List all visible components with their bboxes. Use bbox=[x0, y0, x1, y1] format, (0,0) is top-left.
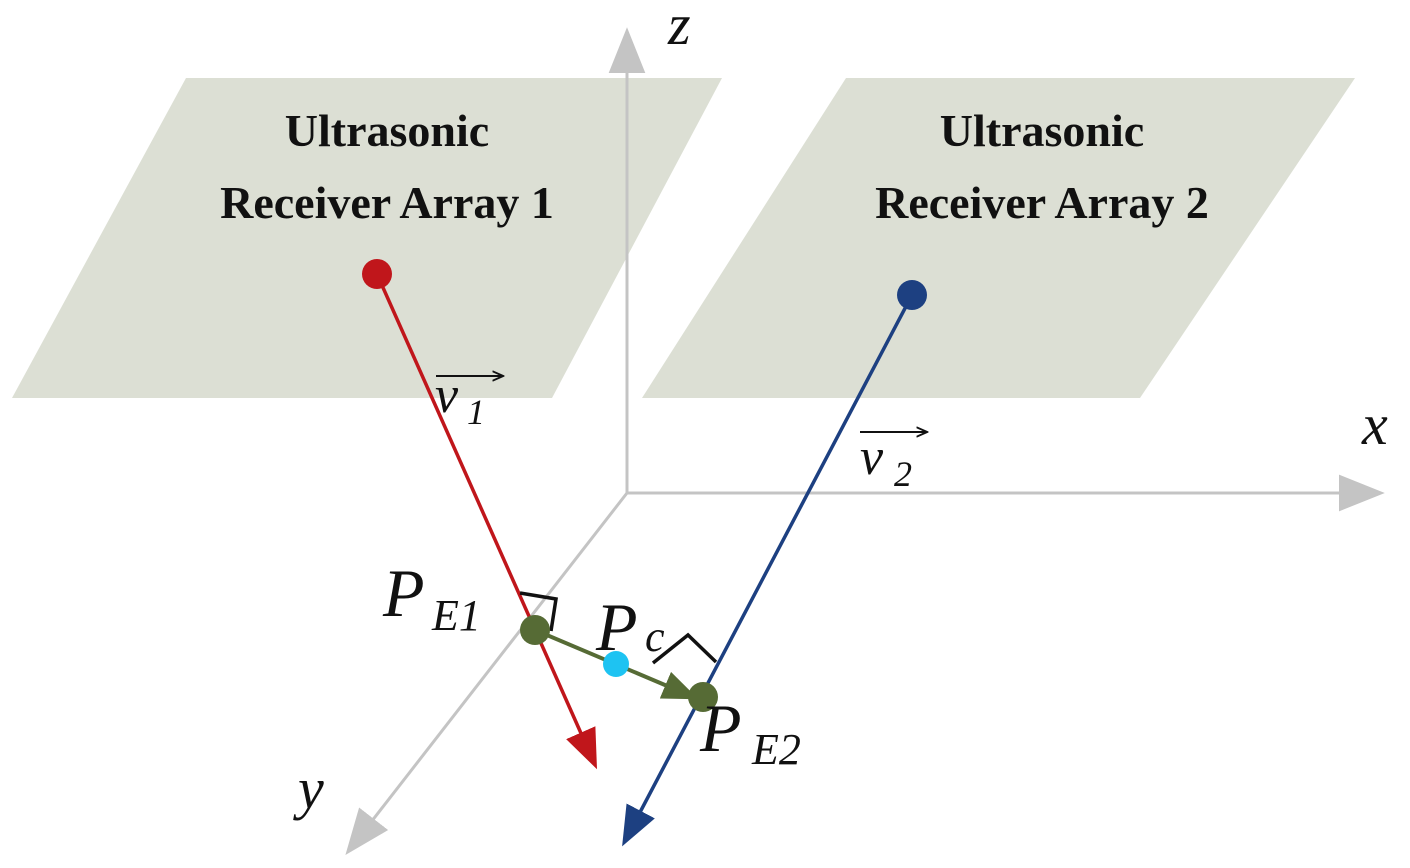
pe2-symbol: P bbox=[699, 690, 742, 766]
ray-1 bbox=[375, 273, 597, 770]
pe1-subscript: E1 bbox=[431, 591, 481, 640]
receiver-2-point bbox=[897, 280, 927, 310]
plane-1-title-line1: Ultrasonic bbox=[285, 105, 489, 156]
pe2-point bbox=[688, 682, 718, 712]
pc-point bbox=[603, 651, 629, 677]
v2-subscript: 2 bbox=[894, 454, 912, 494]
pe1-point bbox=[520, 615, 550, 645]
v2-symbol: v bbox=[860, 429, 884, 486]
plane-2-title-line2: Receiver Array 2 bbox=[875, 177, 1209, 228]
receiver-plane-1 bbox=[12, 78, 722, 398]
right-angle-marker-2 bbox=[651, 632, 718, 665]
z-axis-label: z bbox=[667, 0, 691, 57]
pc-symbol: P bbox=[595, 589, 638, 665]
plane-2-title-line1: Ultrasonic bbox=[940, 105, 1144, 156]
v1-subscript: 1 bbox=[467, 392, 485, 432]
ray-2 bbox=[622, 294, 914, 847]
y-axis-label: y bbox=[293, 756, 324, 821]
receiver-plane-2 bbox=[642, 78, 1355, 398]
pe1-symbol: P bbox=[382, 555, 425, 631]
pe2-subscript: E2 bbox=[751, 725, 801, 774]
receiver-1-point bbox=[362, 259, 392, 289]
y-axis bbox=[345, 492, 629, 856]
pc-subscript: c bbox=[645, 612, 665, 661]
right-angle-marker-1 bbox=[519, 591, 558, 632]
plane-1-title-line2: Receiver Array 1 bbox=[220, 177, 554, 228]
common-perpendicular bbox=[534, 628, 699, 700]
x-axis-label: x bbox=[1361, 392, 1388, 457]
